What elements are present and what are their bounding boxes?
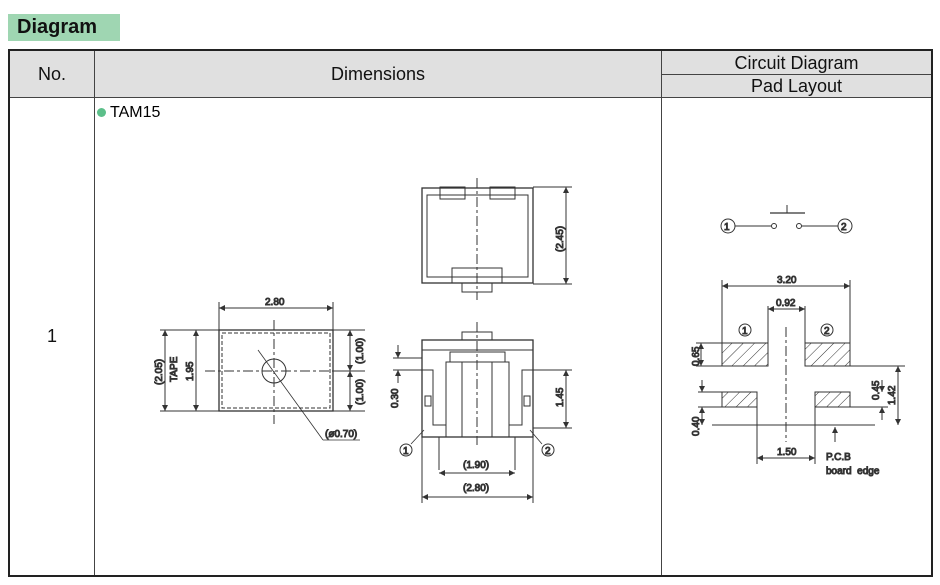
dim-side-height: (2.45) — [555, 226, 566, 252]
dim-height: 1.95 — [185, 361, 196, 381]
dim-pad-height: 0.65 — [691, 346, 702, 366]
pin1-label: 1 — [403, 446, 409, 457]
header-no: No. — [8, 49, 95, 98]
tape-label: TAPE — [169, 356, 180, 382]
section-title: Diagram — [8, 14, 120, 41]
model-label: TAM15 — [97, 104, 160, 122]
header-dimensions: Dimensions — [94, 49, 662, 98]
dim-half-top: (1.00) — [355, 338, 366, 364]
header-pad: Pad Layout — [662, 73, 931, 97]
row-number: 1 — [8, 97, 95, 577]
pad-pin2: 2 — [824, 326, 830, 337]
circuit-pin1: 1 — [724, 222, 730, 233]
model-name: TAM15 — [110, 104, 161, 121]
circuit-pin2: 2 — [841, 222, 847, 233]
dim-small-pad: 0.45 — [871, 380, 882, 400]
pcb-note-line2: board edge — [826, 466, 880, 477]
dim-hole: (ø0.70) — [325, 429, 357, 440]
circuit-diagram: 1 2 — [720, 205, 853, 234]
circuit-cell — [661, 97, 933, 577]
dimensions-cell — [94, 97, 662, 577]
pin2-label: 2 — [545, 446, 551, 457]
dim-offset-142: 1.42 — [887, 385, 898, 405]
dim-inner-width: (1.90) — [463, 460, 489, 471]
side-view-top: (2.45) — [421, 178, 572, 300]
dim-terminal: 1.45 — [555, 387, 566, 407]
dim-outer-width: (2.80) — [463, 483, 489, 494]
dim-gap: 0.92 — [776, 298, 796, 309]
pad-layout: 3.20 0.92 1 2 0.65 0.40 0.45 1.42 1.50 P… — [691, 275, 905, 478]
dim-total-width: 3.20 — [777, 275, 797, 286]
header-circuit-pad: Circuit Diagram Pad Layout — [661, 49, 933, 98]
dim-offset: 0.30 — [390, 388, 401, 408]
dim-half-bottom: (1.00) — [355, 379, 366, 405]
bullet-icon — [97, 108, 106, 117]
dim-width: 2.80 — [265, 297, 285, 308]
header-circuit: Circuit Diagram — [734, 52, 859, 73]
front-view: 2.80 (2.05) TAPE 1.95 (1.00) (1.00) (ø0.… — [154, 297, 367, 441]
dim-tape-total: (2.05) — [154, 359, 165, 385]
pad-pin1: 1 — [742, 326, 748, 337]
dim-edge-gap: 0.40 — [691, 416, 702, 436]
pcb-note-line1: P.C.B — [826, 452, 851, 463]
dim-small-spacing: 1.50 — [777, 447, 797, 458]
diagram-table: No. Dimensions Circuit Diagram Pad Layou… — [8, 49, 933, 577]
side-view-bottom: 0.30 1.45 (1.90) (2.80) 1 2 — [390, 322, 572, 503]
